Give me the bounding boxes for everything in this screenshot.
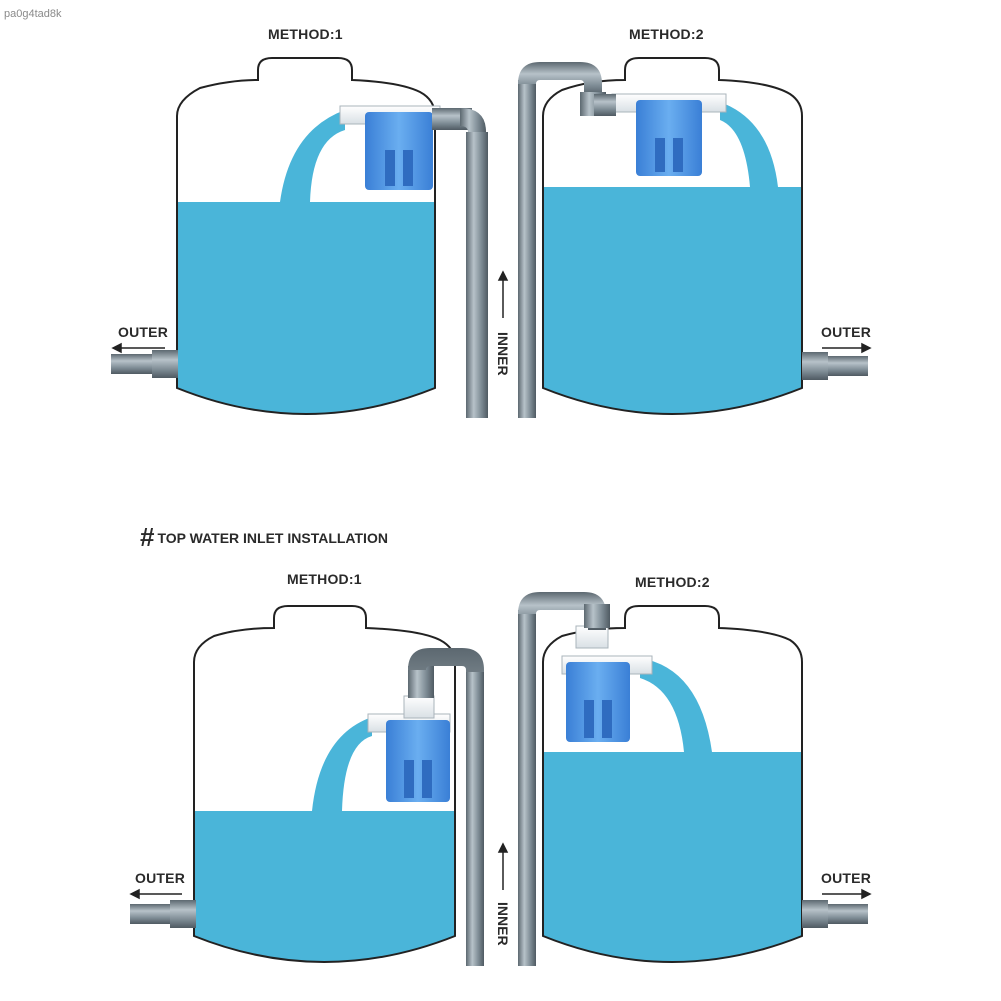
inlet-pipe-top-left <box>432 108 488 418</box>
flow-arrows <box>111 270 872 900</box>
tank-outline <box>542 57 803 415</box>
tank-water <box>543 752 802 962</box>
section-symbol: # <box>140 522 155 552</box>
inner-label-top: INNER <box>495 332 511 376</box>
tank-outline <box>193 605 456 963</box>
outer-label-bottom-right: OUTER <box>821 870 871 886</box>
inlet-pipe-bottom-right <box>518 592 610 966</box>
tank-outline <box>176 57 436 415</box>
method1-label-top: METHOD:1 <box>268 26 343 42</box>
float-valve <box>611 93 727 176</box>
section-title: #TOP WATER INLET INSTALLATION <box>140 522 388 553</box>
water-stream <box>312 717 372 811</box>
float-valve <box>367 695 451 802</box>
inner-label-bottom: INNER <box>495 902 511 946</box>
tank-water <box>194 811 455 962</box>
float-valve <box>561 625 653 742</box>
outer-label-bottom-left: OUTER <box>135 870 185 886</box>
float-valve <box>339 105 441 190</box>
section-title-text: TOP WATER INLET INSTALLATION <box>157 530 388 546</box>
outer-label-top-right: OUTER <box>821 324 871 340</box>
inlet-pipe-top-right <box>518 62 616 418</box>
method2-label-bottom: METHOD:2 <box>635 574 710 590</box>
water-stream <box>720 102 778 187</box>
inlet-pipe-bottom-left <box>408 648 484 966</box>
tank-water <box>177 202 435 414</box>
tank-bottom-right <box>542 605 868 963</box>
watermark: pa0g4tad8k <box>4 8 62 20</box>
water-stream <box>280 110 345 202</box>
method1-label-bottom: METHOD:1 <box>287 571 362 587</box>
tank-top-left <box>111 57 441 415</box>
tank-top-right <box>542 57 868 415</box>
method2-label-top: METHOD:2 <box>629 26 704 42</box>
outer-label-top-left: OUTER <box>118 324 168 340</box>
tank-water <box>543 187 802 414</box>
tank-bottom-left <box>130 605 456 963</box>
water-stream <box>640 658 712 752</box>
